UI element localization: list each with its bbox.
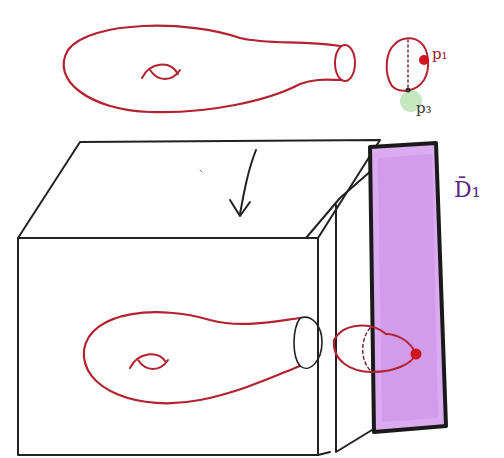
point-label: p₃ bbox=[416, 100, 432, 117]
plane-label: D̄₁ bbox=[454, 178, 480, 202]
point-label: p₁ bbox=[432, 46, 448, 63]
